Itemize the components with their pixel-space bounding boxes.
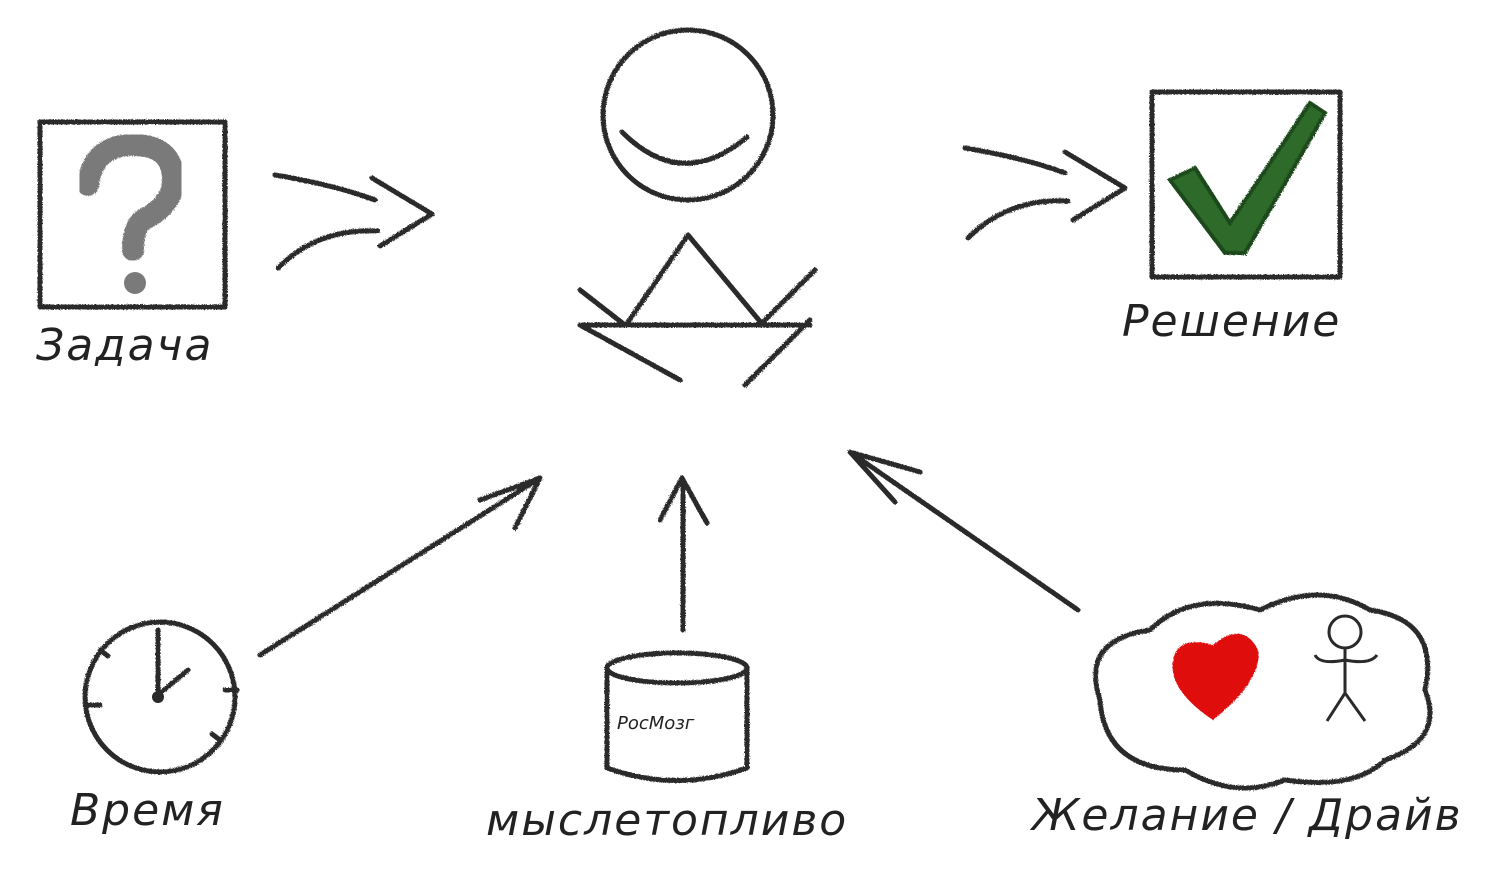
arrow-icon: [272, 172, 435, 271]
barrel-label: РосМозг: [617, 713, 695, 734]
thought-cloud-icon: [1093, 592, 1433, 791]
question-box-icon: [37, 119, 228, 310]
checkmark-box-icon: [1149, 89, 1343, 280]
arrow-icon: [847, 449, 1081, 613]
arrow-icon: [962, 145, 1128, 241]
clock-icon: [82, 619, 240, 775]
time-label: Время: [70, 785, 225, 836]
desire-label: Желание / Драйв: [1032, 790, 1463, 841]
arrow-icon: [657, 475, 710, 633]
fuel-label: мыслетопливо: [486, 795, 849, 846]
meditating-person-icon: [577, 27, 818, 388]
task-label: Задача: [36, 320, 214, 371]
arrow-icon: [257, 475, 543, 658]
solution-label: Решение: [1122, 296, 1342, 347]
barrel-icon: [604, 650, 750, 783]
